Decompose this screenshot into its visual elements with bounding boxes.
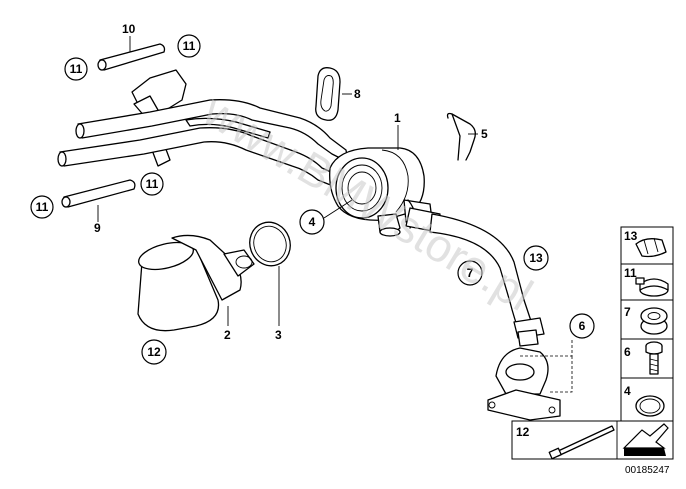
svg-text:6: 6 <box>579 319 586 333</box>
svg-text:11: 11 <box>146 177 159 191</box>
grommet-icon <box>640 307 668 335</box>
svg-text:4: 4 <box>624 384 631 398</box>
leader-6-dashed-lower <box>550 356 573 393</box>
part-3-o-ring <box>249 221 291 267</box>
part-10-hose <box>97 43 166 71</box>
part-8-gasket <box>315 67 341 121</box>
svg-text:11: 11 <box>36 200 49 214</box>
part-9-hose <box>61 179 136 208</box>
callout-7: 7 <box>457 260 483 286</box>
callout-1: 1 <box>394 111 401 125</box>
o-ring-icon <box>635 395 665 417</box>
svg-text:7: 7 <box>624 305 631 319</box>
callout-3: 3 <box>275 328 282 342</box>
part-2-canister <box>137 234 255 332</box>
callout-11-mid-right: 11 <box>140 172 164 196</box>
bolt-icon <box>645 341 663 375</box>
hose-clamp-band-icon <box>635 277 669 297</box>
legend-item-7: 7 <box>624 305 668 335</box>
callout-11-top-left: 11 <box>64 57 88 81</box>
callout-12: 12 <box>141 339 167 365</box>
callout-13: 13 <box>523 245 549 271</box>
watermark-text: www.BMWstore.pl <box>194 83 542 320</box>
callout-8: 8 <box>354 87 361 101</box>
legend-panel: 13 11 7 6 <box>511 226 674 460</box>
legend-item-13: 13 <box>624 229 667 258</box>
callout-11-mid-left: 11 <box>30 195 54 219</box>
callout-6: 6 <box>569 313 595 339</box>
part-6-fitting <box>487 347 561 421</box>
callout-4: 4 <box>299 209 325 235</box>
svg-text:12: 12 <box>516 425 530 439</box>
callout-5: 5 <box>481 127 488 141</box>
svg-text:11: 11 <box>624 266 637 280</box>
hose-clamp-double-icon <box>635 237 667 258</box>
svg-text:13: 13 <box>529 251 543 265</box>
svg-text:11: 11 <box>183 39 196 53</box>
legend-item-11: 11 <box>624 266 669 297</box>
svg-text:4: 4 <box>309 215 316 229</box>
svg-text:6: 6 <box>624 345 631 359</box>
callout-11-top-right: 11 <box>177 34 201 58</box>
legend-item-4: 4 <box>624 384 665 417</box>
svg-text:12: 12 <box>147 345 161 359</box>
part-5-clip <box>446 112 476 161</box>
callout-9: 9 <box>94 221 101 235</box>
legend-item-6: 6 <box>624 341 663 375</box>
legend-item-12: 12 <box>516 425 615 460</box>
svg-text:13: 13 <box>624 229 638 243</box>
leader-4 <box>323 199 353 219</box>
callout-2: 2 <box>224 328 231 342</box>
part-13-filler-hose <box>405 207 545 347</box>
svg-text:11: 11 <box>70 62 83 76</box>
svg-text:7: 7 <box>467 266 474 280</box>
cable-tie-icon <box>548 425 615 460</box>
diagram-id: 00185247 <box>625 465 670 476</box>
arrow-badge-icon <box>622 423 669 456</box>
callout-10: 10 <box>122 22 136 36</box>
part-1-pipe-assembly <box>57 69 433 237</box>
